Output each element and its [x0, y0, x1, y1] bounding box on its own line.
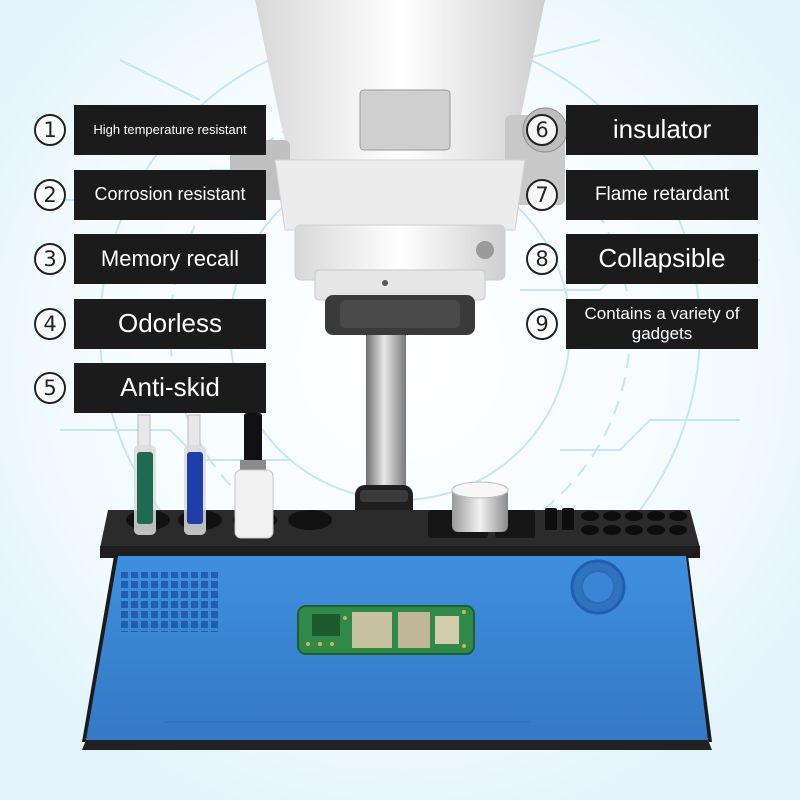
feature-number-1: 1	[34, 114, 66, 146]
feature-label-2: Corrosion resistant	[74, 170, 266, 220]
feature-3: 3 Memory recall	[34, 234, 266, 284]
feature-6: 6 insulator	[526, 105, 758, 155]
feature-number-5: 5	[34, 372, 66, 404]
feature-label-1: High temperature resistant	[74, 105, 266, 155]
syringe-blue	[184, 414, 206, 535]
feature-number-4: 4	[34, 308, 66, 340]
feature-number-7: 7	[526, 179, 558, 211]
feature-label-9: Contains a variety of gadgets	[566, 299, 758, 349]
feature-label-6: insulator	[566, 105, 758, 155]
feature-7: 7 Flame retardant	[526, 170, 758, 220]
feature-1: 1 High temperature resistant	[34, 105, 266, 155]
feature-2: 2 Corrosion resistant	[34, 170, 266, 220]
feature-number-9: 9	[526, 308, 558, 340]
feature-label-5: Anti-skid	[74, 363, 266, 413]
feature-number-6: 6	[526, 114, 558, 146]
feature-8: 8 Collapsible	[526, 234, 758, 284]
feature-number-3: 3	[34, 243, 66, 275]
feature-label-8: Collapsible	[566, 234, 758, 284]
flux-bottle	[234, 413, 274, 539]
microscope-head	[230, 0, 568, 335]
feature-4: 4 Odorless	[34, 299, 266, 349]
feature-label-4: Odorless	[74, 299, 266, 349]
feature-number-8: 8	[526, 243, 558, 275]
screw-grid	[121, 572, 221, 632]
microscope-pole	[366, 335, 406, 495]
feature-label-7: Flame retardant	[566, 170, 758, 220]
feature-5: 5 Anti-skid	[34, 363, 266, 413]
feature-9: 9 Contains a variety of gadgets	[526, 299, 758, 349]
metal-jar	[451, 481, 509, 532]
syringe-green	[134, 414, 156, 535]
feature-label-3: Memory recall	[74, 234, 266, 284]
feature-number-2: 2	[34, 179, 66, 211]
phone-circuit-board	[297, 605, 475, 655]
